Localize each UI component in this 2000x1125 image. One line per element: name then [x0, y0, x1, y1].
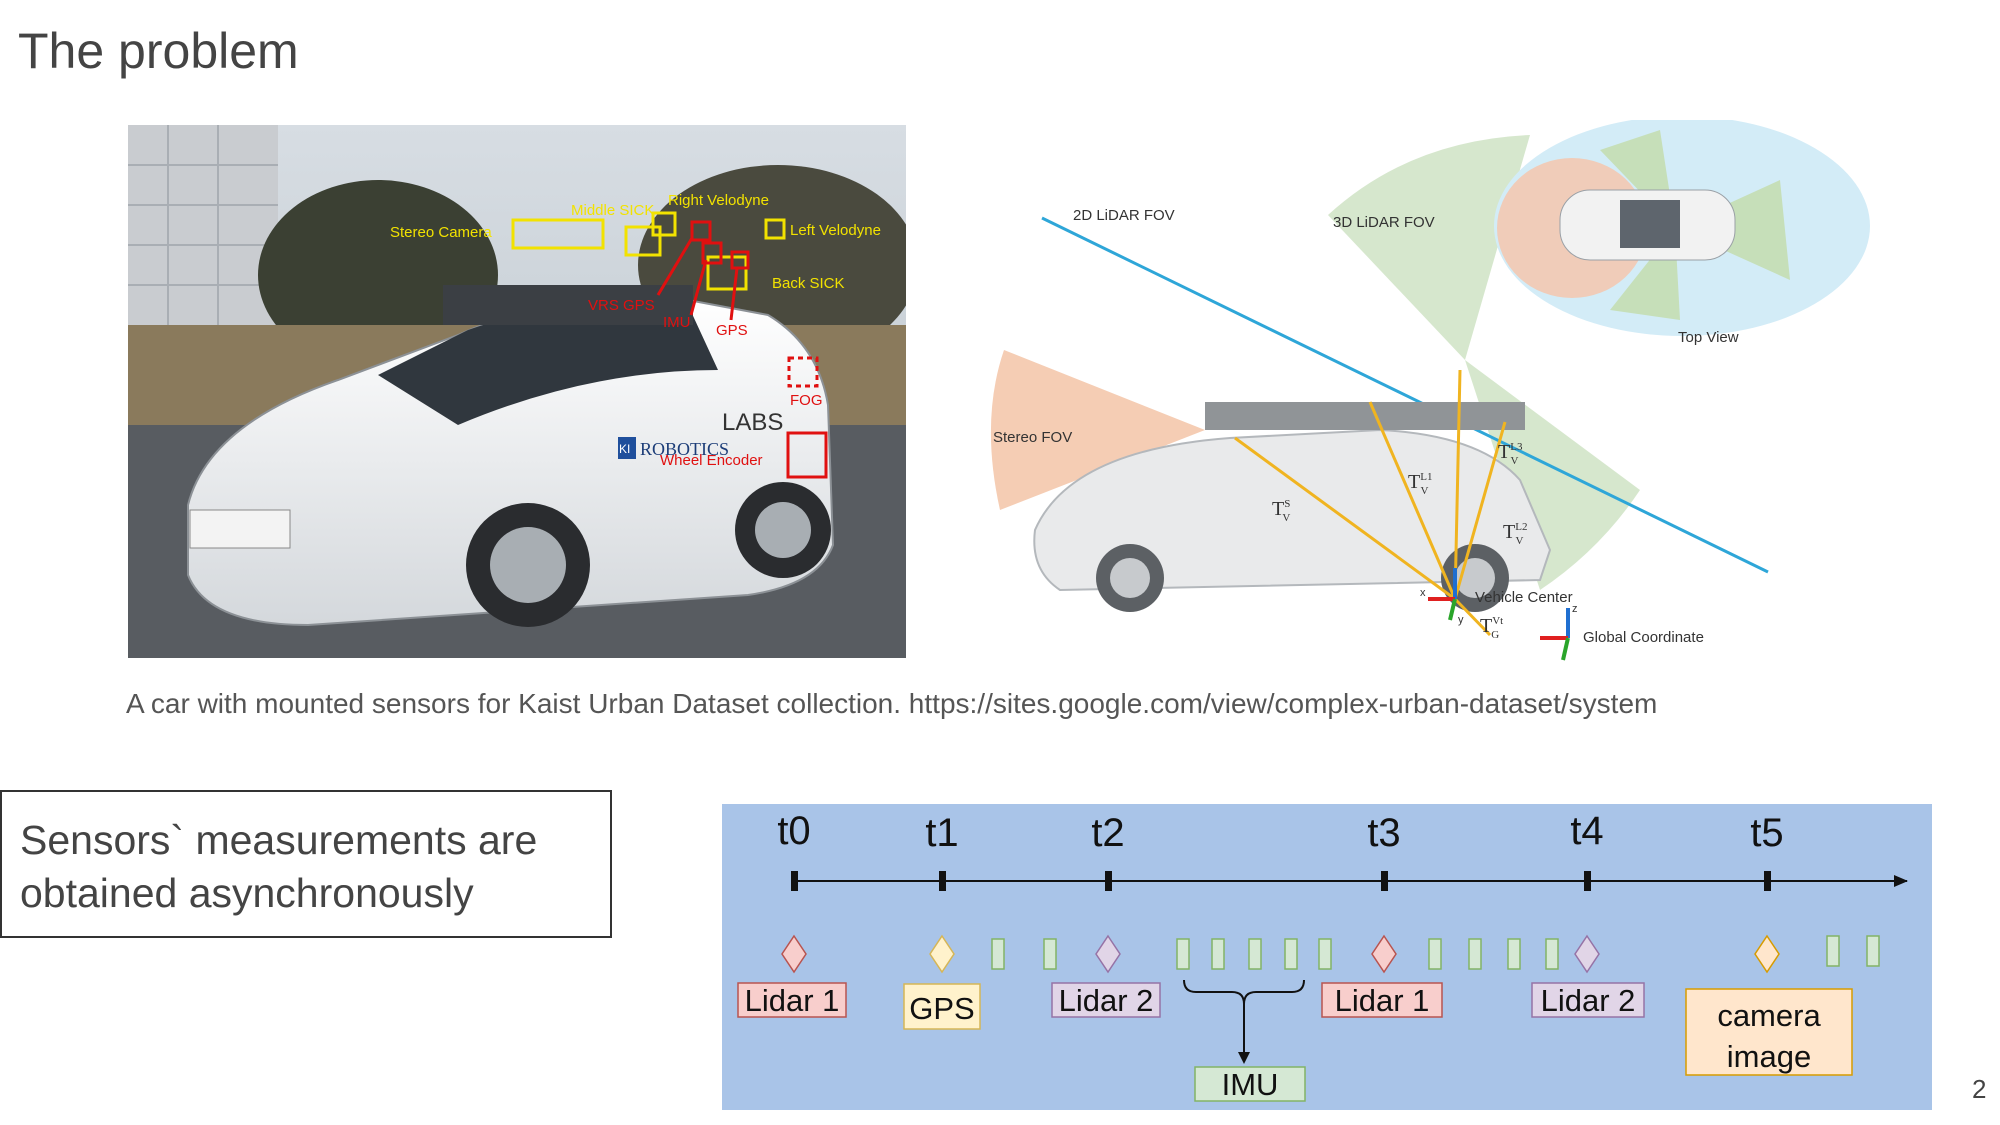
lidar2-diamond: [1095, 934, 1121, 974]
car-body: [187, 285, 835, 627]
tick-label-t1: t1: [925, 811, 958, 855]
note-line-2: obtained asynchronously: [20, 870, 474, 916]
imu-sample: [1211, 938, 1225, 970]
door-logo-robotics: ROBOTICS: [640, 439, 729, 459]
label-top-view: Top View: [1678, 329, 1739, 346]
tick-label-t3: t3: [1367, 811, 1400, 855]
label-vehicle-center: Vehicle Center: [1475, 589, 1573, 606]
red-sensor-boxes: [690, 220, 828, 479]
imu-samples: [991, 935, 1880, 970]
global-axes: [1540, 608, 1570, 661]
imu-sample: [1318, 938, 1332, 970]
label-wheel-encoder: Wheel Encoder: [660, 452, 763, 469]
label-imu: IMU: [1222, 1067, 1279, 1102]
transform-lines: [1234, 369, 1507, 637]
side-car: [1033, 428, 1552, 592]
label-camera-line1: camera: [1717, 998, 1821, 1033]
yellow-sensor-boxes: [511, 211, 786, 291]
door-logo: KI ROBOTICS LABS: [618, 409, 783, 459]
axis-y-label: y: [1458, 614, 1464, 626]
time-axis-arrowhead: [1894, 875, 1908, 887]
axis-z-label: z: [1572, 603, 1578, 615]
label-2d-lidar-fov: 2D LiDAR FOV: [1073, 207, 1175, 224]
topview-roof: [1620, 200, 1680, 248]
imu-arrowhead: [1238, 1052, 1250, 1064]
vehicle-axes: [1428, 568, 1457, 621]
label-3d-lidar-fov: 3D LiDAR FOV: [1333, 214, 1435, 231]
imu-sample: [1545, 938, 1559, 970]
imu-sample: [1468, 938, 1482, 970]
sensor-labels: [737, 982, 1853, 1102]
note-box: Sensors` measurements are obtained async…: [0, 790, 612, 938]
side-rack: [1205, 402, 1525, 430]
imu-sample: [1866, 935, 1880, 967]
tree-left: [258, 180, 498, 370]
label-middle-sick: Middle SICK: [571, 202, 654, 219]
tick-label-t0: t0: [777, 809, 810, 853]
imu-sample: [1428, 938, 1442, 970]
tick-label-t2: t2: [1091, 811, 1124, 855]
event-markers: [781, 934, 1780, 974]
imu-sample: [991, 938, 1005, 970]
label-lidar2-b: Lidar 2: [1541, 983, 1636, 1018]
car-sensor-photo: Stereo Camera Middle SICK Right Velodyne…: [128, 125, 906, 658]
label-lidar1-a: Lidar 1: [745, 983, 840, 1018]
tick-label-t4: t4: [1570, 809, 1603, 853]
slide-title: The problem: [18, 23, 299, 79]
axis-x-label: x: [1420, 587, 1426, 599]
label-camera-line2: image: [1727, 1039, 1811, 1074]
tick-label-t5: t5: [1750, 811, 1783, 855]
stereo-fov: [990, 350, 1205, 510]
label-back-sick: Back SICK: [772, 275, 845, 292]
lidar3d-fov-upper: [1328, 135, 1530, 360]
label-stereo-fov: Stereo FOV: [993, 429, 1072, 446]
label-lidar1-b: Lidar 1: [1335, 983, 1430, 1018]
imu-sample: [1176, 938, 1190, 970]
red-leader-lines: [656, 237, 739, 321]
door-logo-labs: LABS: [722, 409, 783, 436]
label-fog: FOG: [790, 392, 823, 409]
label-left-velodyne: Left Velodyne: [790, 222, 881, 239]
label-stereo-camera: Stereo Camera: [390, 224, 492, 241]
page-number: 2: [1972, 1074, 1987, 1104]
sensor-fov-diagram: 2D LiDAR FOV 3D LiDAR FOV Stereo FOV Top…: [990, 120, 1870, 661]
label-imu: IMU: [663, 314, 691, 331]
lidar2-diamond: [1574, 934, 1600, 974]
label-global-coordinate: Global Coordinate: [1583, 629, 1704, 646]
gps-diamond: [929, 934, 955, 974]
lidar1-diamond: [781, 934, 807, 974]
tick-marks: [791, 871, 1771, 891]
label-lidar2-a: Lidar 2: [1059, 983, 1154, 1018]
label-gps: GPS: [909, 991, 974, 1026]
imu-sample: [1284, 938, 1298, 970]
label-gps: GPS: [716, 322, 748, 339]
note-line-1: Sensors` measurements are: [20, 817, 538, 863]
door-logo-mark: KI: [619, 442, 630, 456]
roof-rack: [443, 285, 693, 325]
license-plate: [189, 509, 291, 549]
building-windows: [128, 125, 278, 345]
imu-sample: [1248, 938, 1262, 970]
lidar2d-fov-line: [1041, 216, 1769, 574]
lidar1-diamond: [1371, 934, 1397, 974]
label-vrs-gps: VRS GPS: [588, 297, 655, 314]
building: [128, 125, 278, 345]
imu-sample: [1826, 935, 1840, 967]
camera-diamond: [1754, 934, 1780, 974]
sensor-timeline: t0 t1 t2 t3 t4 t5: [722, 804, 1932, 1110]
imu-sample: [1043, 938, 1057, 970]
label-right-velodyne: Right Velodyne: [668, 192, 769, 209]
image-caption: A car with mounted sensors for Kaist Urb…: [126, 688, 1658, 719]
imu-sample: [1507, 938, 1521, 970]
